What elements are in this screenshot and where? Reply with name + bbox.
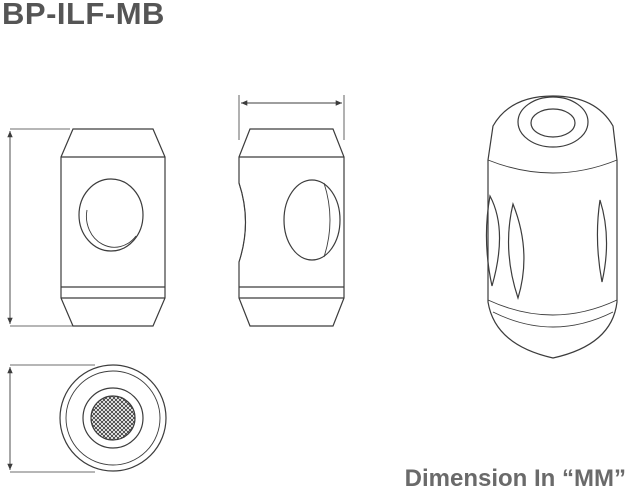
isometric-view	[485, 95, 618, 359]
side-view	[238, 95, 345, 327]
part-number-title: BP-ILF-MB	[2, 0, 165, 31]
top-view	[7, 364, 167, 473]
side-port-opening	[78, 178, 144, 252]
side-port-opening	[283, 179, 341, 261]
side-port-opening	[485, 194, 501, 287]
filter-mesh	[90, 395, 136, 441]
dimension-units-note: Dimension In “MM”	[404, 465, 626, 492]
front-view	[7, 128, 166, 327]
